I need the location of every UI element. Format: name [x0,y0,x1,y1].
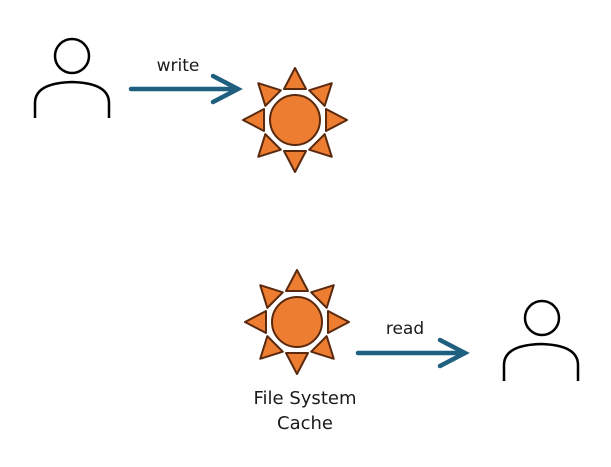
cache-label-line-1: File System [254,388,357,409]
person-icon [502,299,580,381]
sun-ray [244,310,267,334]
sun-ray [308,82,333,107]
write-label: write [157,56,200,76]
sun-icon [242,67,348,173]
sun-ray [325,108,348,132]
sun-core [271,296,323,348]
sun-icon [244,269,350,375]
read-label: read [386,319,424,339]
write-arrow [128,73,243,105]
sun-ray [283,150,307,173]
sun-core [269,94,321,146]
sun-ray [242,108,265,132]
sun-ray [310,284,335,309]
person-icon [33,37,111,118]
sun-ray [259,335,284,360]
sun-ray [259,284,284,309]
sun-ray [310,335,335,360]
sun-ray [285,269,309,292]
sun-ray [257,82,282,107]
sun-ray [257,133,282,158]
sun-ray [308,133,333,158]
sun-ray [283,67,307,90]
cache-label-line-2: Cache [277,413,333,434]
read-arrow [355,337,470,369]
sun-ray [285,352,309,375]
sun-ray [327,310,350,334]
